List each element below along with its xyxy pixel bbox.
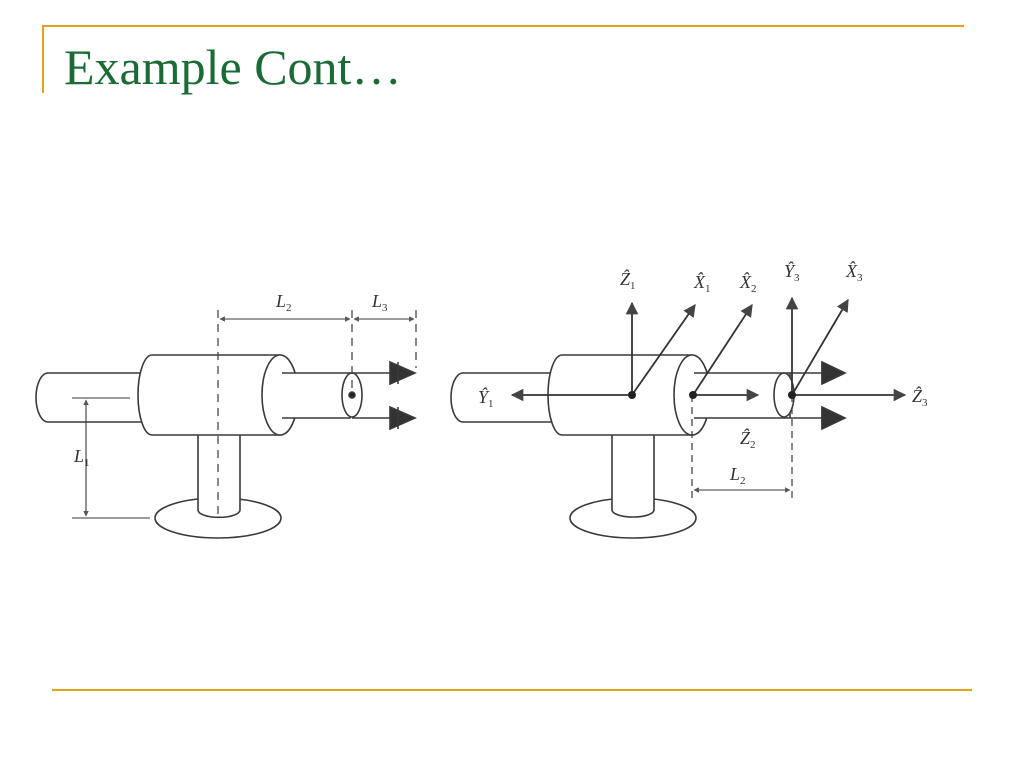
- slide-title: Example Cont…: [64, 39, 402, 95]
- label-z3: Ẑ3: [912, 385, 928, 409]
- label-z1: Ẑ1: [620, 268, 636, 292]
- right-vertical-post: [611, 430, 655, 518]
- left-output-rod: [282, 372, 351, 419]
- left-wrist-point: [348, 391, 356, 399]
- label-x3: X̂3: [845, 261, 863, 284]
- title-left-rule: [42, 25, 44, 93]
- left-gripper-bottom: [389, 405, 417, 431]
- right-label-l2: L2: [729, 464, 746, 487]
- footer-rule: [52, 689, 972, 691]
- left-figure: [35, 310, 417, 539]
- right-input-rod: [450, 372, 561, 423]
- right-gripper-bottom: [821, 405, 847, 431]
- axis-x2: [692, 303, 753, 396]
- frame-2-origin: [689, 391, 697, 399]
- label-y1: Ŷ1: [478, 386, 494, 410]
- left-label-l1: L1: [73, 446, 90, 469]
- label-z2: Ẑ2: [740, 427, 756, 451]
- frame-1-origin: [628, 391, 636, 399]
- right-frame-arrows: [510, 296, 907, 402]
- frame-3-origin: [788, 391, 796, 399]
- label-y3: Ŷ3: [784, 260, 800, 284]
- title-top-rule: [42, 25, 964, 27]
- right-figure: [450, 354, 847, 539]
- left-label-l3: L3: [371, 291, 388, 314]
- right-gripper-top: [821, 360, 847, 386]
- left-gripper-top: [389, 360, 417, 386]
- label-x2: X̂2: [739, 272, 757, 295]
- left-vertical-post: [197, 430, 241, 519]
- axis-x3: [791, 298, 849, 396]
- left-label-l2: L2: [275, 291, 292, 314]
- label-x1: X̂1: [693, 272, 711, 295]
- axis-x1: [631, 303, 696, 396]
